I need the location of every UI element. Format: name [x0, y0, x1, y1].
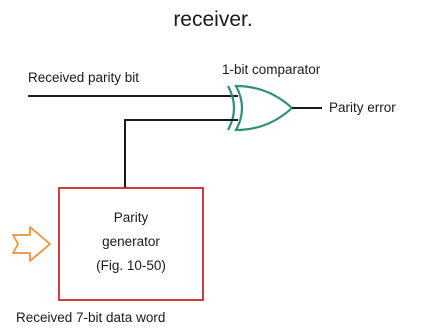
parity-generator-line2: generator	[102, 234, 160, 249]
data-word-label: Received 7-bit data word	[16, 310, 165, 325]
parity-error-label: Parity error	[329, 100, 396, 115]
parity-generator-line3: (Fig. 10-50)	[96, 258, 166, 273]
received-parity-bit-label: Received parity bit	[28, 70, 139, 85]
xor-gate-icon	[227, 84, 294, 132]
parity-generator-box	[58, 187, 204, 301]
diagram-heading: receiver.	[173, 8, 252, 31]
bus-arrow-icon	[12, 226, 51, 262]
parity-generator-line1: Parity	[114, 210, 149, 225]
comparator-label: 1-bit comparator	[222, 62, 321, 77]
generator-to-comparator-wire	[124, 119, 238, 188]
